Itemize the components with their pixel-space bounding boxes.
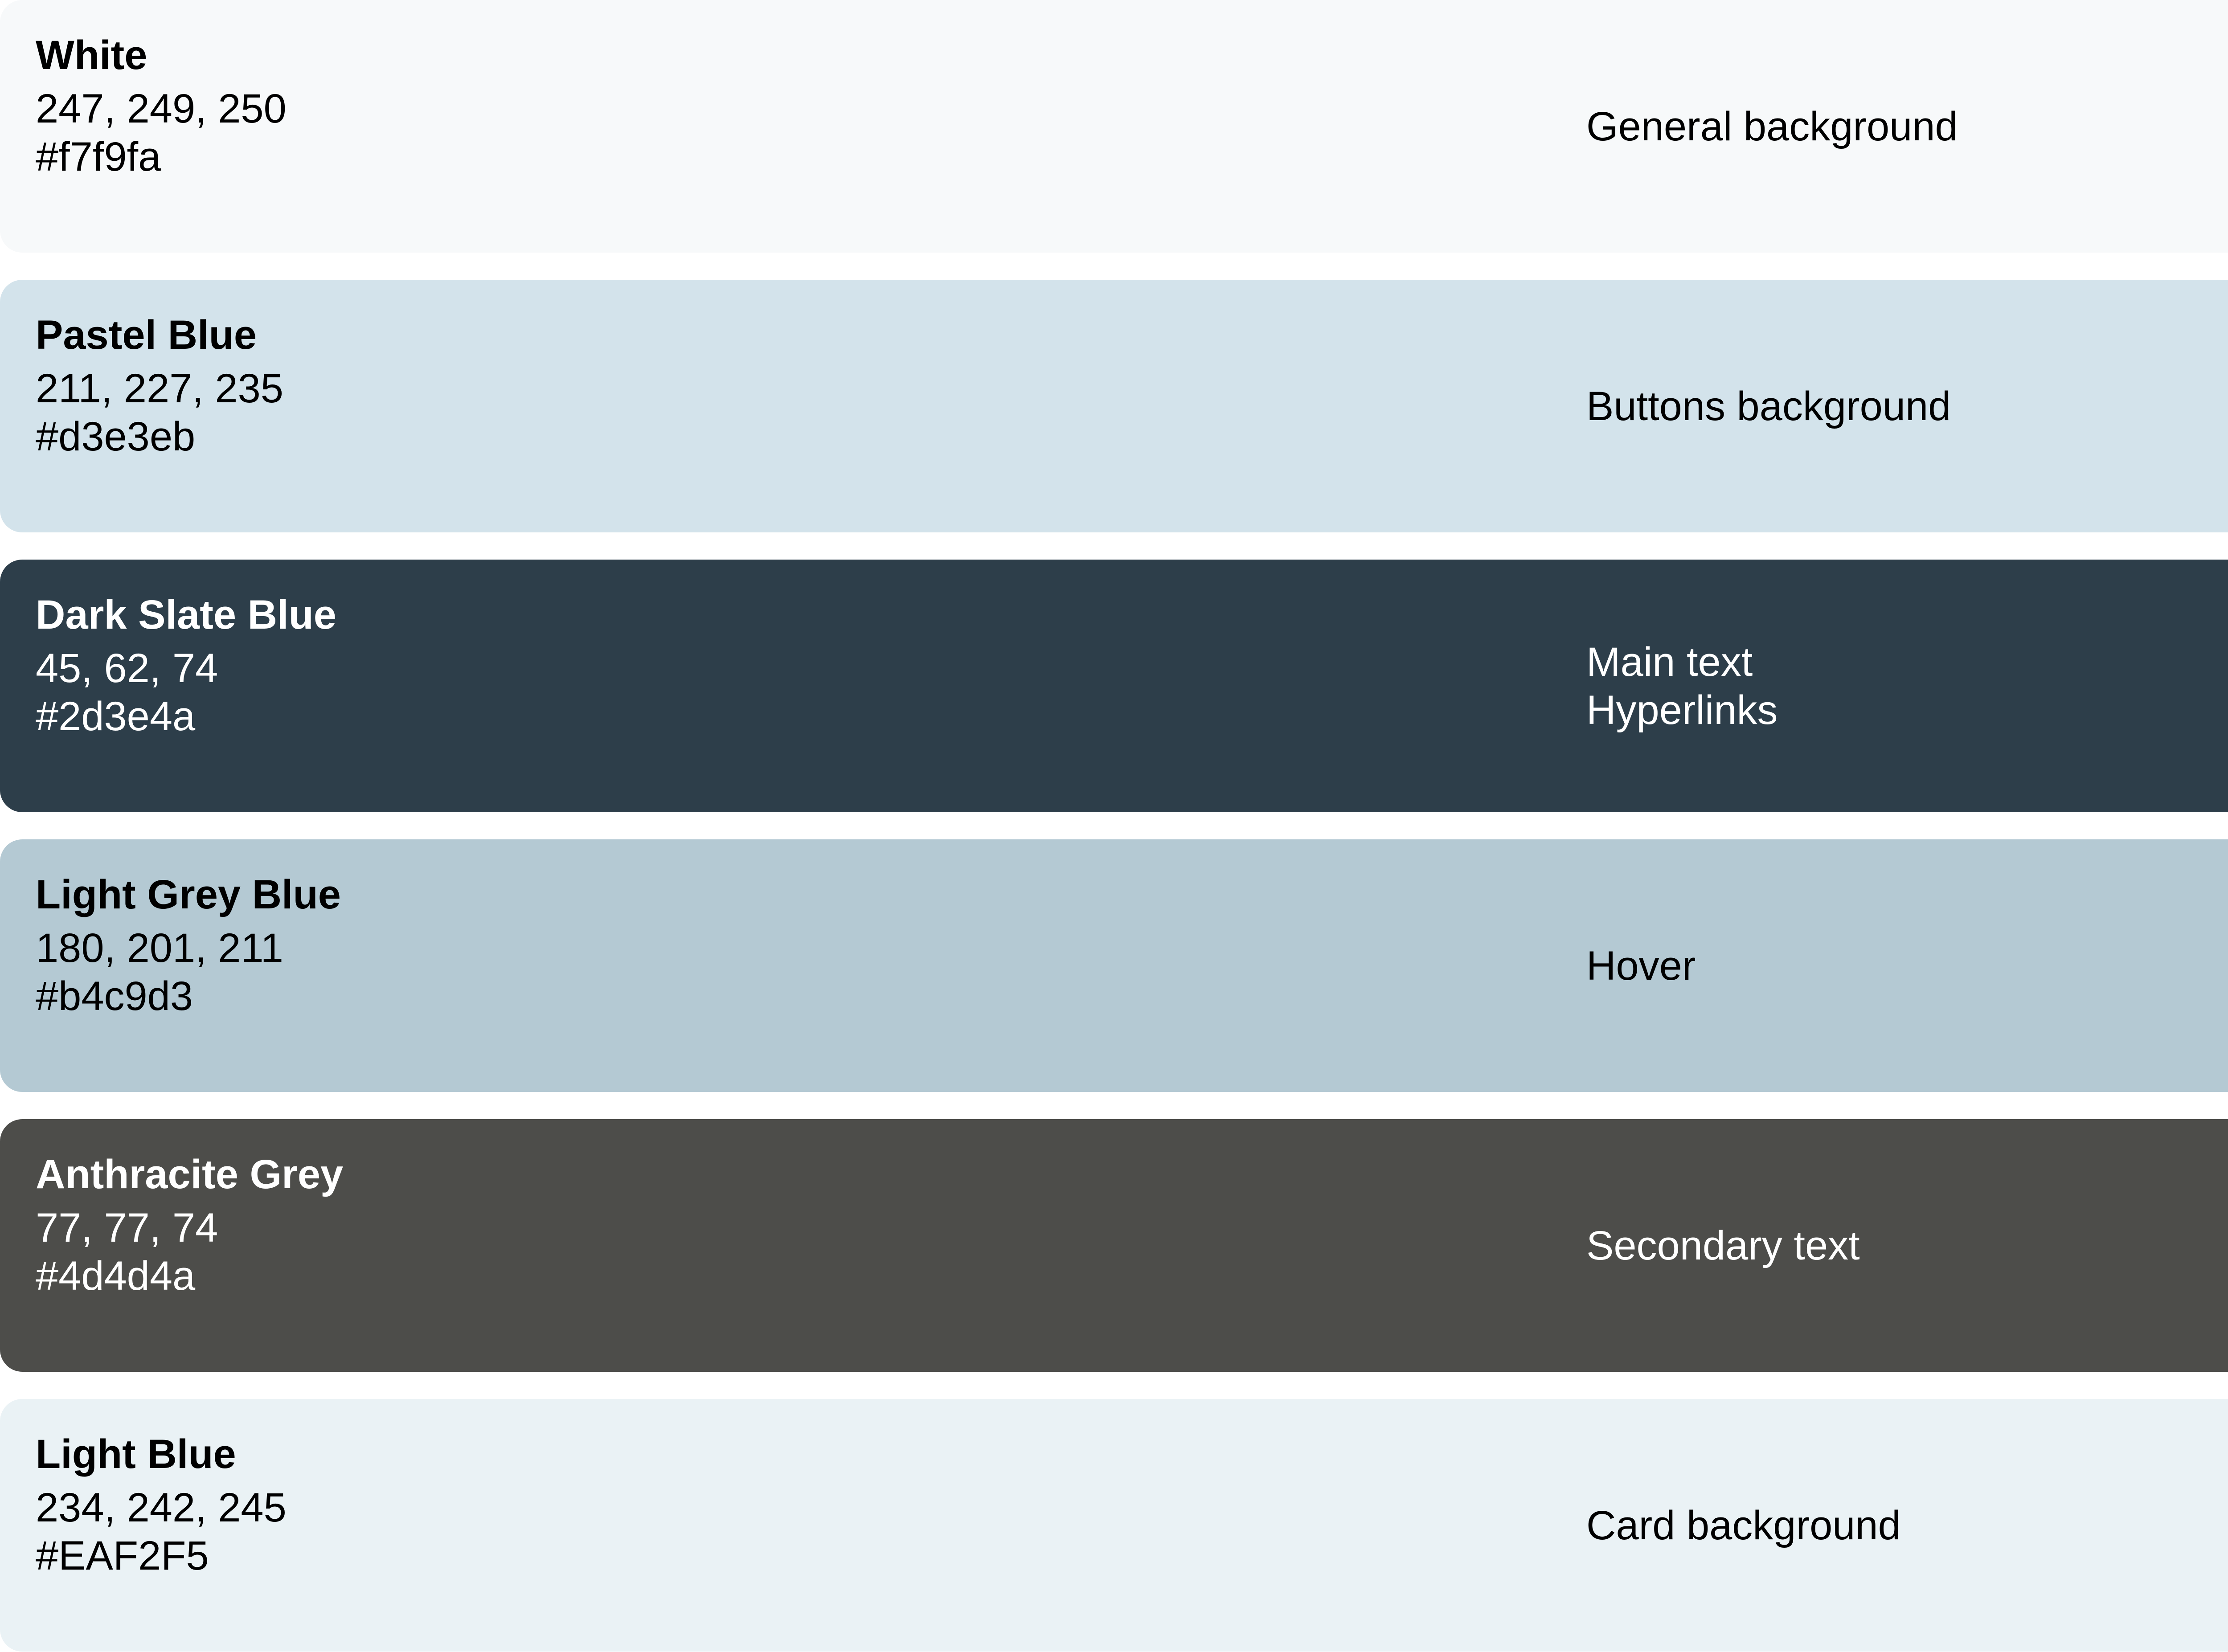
swatch-hex: #f7f9fa — [36, 134, 161, 180]
swatch-dark-slate-blue: Dark Slate Blue 45, 62, 74 #2d3e4a Main … — [0, 560, 2228, 812]
usage-line: Hyperlinks — [1586, 687, 1778, 733]
swatch-usage: Card background — [1586, 1399, 1901, 1652]
swatch-name: Light Grey Blue — [36, 872, 341, 917]
swatch-usage: Hover — [1586, 839, 1696, 1092]
usage-line: Hover — [1586, 943, 1696, 989]
swatch-name: Dark Slate Blue — [36, 592, 336, 638]
swatch-hex: #d3e3eb — [36, 414, 196, 459]
swatch-rgb: 45, 62, 74 — [36, 646, 218, 691]
swatch-info: Pastel Blue 211, 227, 235 #d3e3eb — [36, 311, 283, 461]
swatch-hex: #2d3e4a — [36, 694, 196, 739]
swatch-hex: #b4c9d3 — [36, 973, 193, 1019]
swatch-white: White 247, 249, 250 #f7f9fa General back… — [0, 0, 2228, 253]
swatch-anthracite-grey: Anthracite Grey 77, 77, 74 #4d4d4a Secon… — [0, 1119, 2228, 1372]
swatch-name: White — [36, 33, 147, 78]
swatch-info: Dark Slate Blue 45, 62, 74 #2d3e4a — [36, 591, 336, 740]
usage-line: Card background — [1586, 1502, 1901, 1548]
swatch-name: Anthracite Grey — [36, 1152, 344, 1197]
swatch-rgb: 77, 77, 74 — [36, 1205, 218, 1251]
swatch-pastel-blue: Pastel Blue 211, 227, 235 #d3e3eb Button… — [0, 280, 2228, 532]
swatch-usage: Buttons background — [1586, 280, 1951, 532]
swatch-light-grey-blue: Light Grey Blue 180, 201, 211 #b4c9d3 Ho… — [0, 839, 2228, 1092]
swatch-hex: #EAF2F5 — [36, 1533, 209, 1578]
swatch-hex: #4d4d4a — [36, 1253, 196, 1299]
swatch-usage: Main text Hyperlinks — [1586, 560, 1777, 812]
usage-line: General background — [1586, 103, 1958, 149]
swatch-usage: General background — [1586, 0, 1958, 253]
usage-line: Buttons background — [1586, 383, 1951, 429]
usage-line: Main text — [1586, 639, 1753, 685]
swatch-name: Light Blue — [36, 1431, 236, 1477]
usage-line: Secondary text — [1586, 1223, 1860, 1268]
swatch-rgb: 211, 227, 235 — [36, 366, 283, 411]
swatch-info: White 247, 249, 250 #f7f9fa — [36, 31, 287, 181]
swatch-info: Light Grey Blue 180, 201, 211 #b4c9d3 — [36, 871, 341, 1020]
swatch-light-blue: Light Blue 234, 242, 245 #EAF2F5 Card ba… — [0, 1399, 2228, 1652]
swatch-usage: Secondary text — [1586, 1119, 1860, 1372]
swatch-name: Pastel Blue — [36, 312, 257, 358]
swatch-rgb: 247, 249, 250 — [36, 86, 287, 131]
swatch-rgb: 234, 242, 245 — [36, 1485, 287, 1530]
swatch-rgb: 180, 201, 211 — [36, 925, 283, 971]
swatch-info: Light Blue 234, 242, 245 #EAF2F5 — [36, 1430, 287, 1580]
swatch-info: Anthracite Grey 77, 77, 74 #4d4d4a — [36, 1150, 343, 1300]
